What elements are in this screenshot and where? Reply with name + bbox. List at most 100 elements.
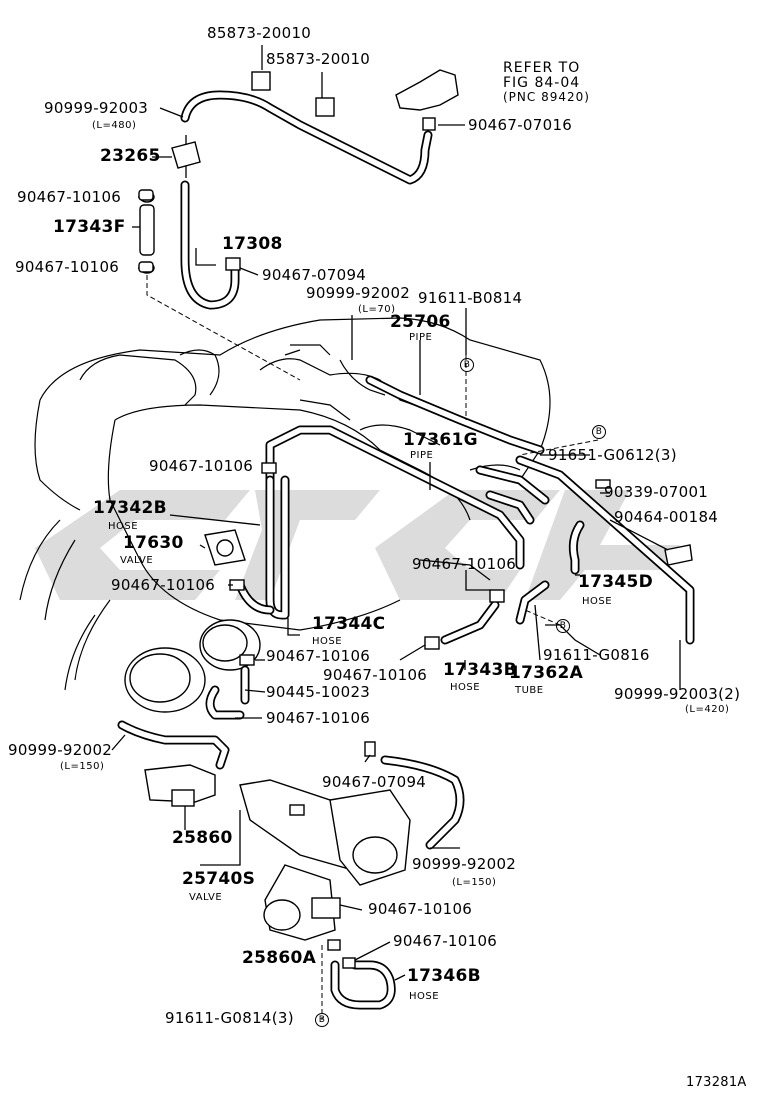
label-90999-92002-c-len: (L=150) xyxy=(452,877,497,888)
callout-b-4: B xyxy=(315,1013,329,1027)
valve-25860 xyxy=(144,764,216,807)
diagram-code: 173281A xyxy=(686,1075,747,1090)
label-25706-sub: PIPE xyxy=(409,332,433,343)
label-17346b-sub: HOSE xyxy=(409,991,440,1002)
clamp-90467-10106-i xyxy=(327,939,341,951)
label-90999-92002-b: 90999-92002 xyxy=(8,741,113,759)
label-85873-a: 85873-20010 xyxy=(207,24,312,42)
vacuum-switch-ref-part xyxy=(395,69,459,131)
label-90467-07094-a: 90467-07094 xyxy=(262,266,367,284)
label-17342b-sub: HOSE xyxy=(108,521,139,532)
pipe-25706 xyxy=(365,375,545,455)
refer-line-1: REFER TO xyxy=(503,60,581,76)
label-91611-g0814: 91611-G0814(3) xyxy=(165,1009,294,1027)
label-17630: 17630 xyxy=(123,533,184,553)
label-90999-92002-a-len: (L=70) xyxy=(358,304,396,315)
label-90445-10023: 90445-10023 xyxy=(266,683,371,701)
hose-17346b xyxy=(330,960,396,1010)
tube-17362a xyxy=(515,580,550,625)
hose-17308 xyxy=(180,180,240,310)
label-90467-10106-g: 90467-10106 xyxy=(323,666,428,684)
dashed-callout-b3 xyxy=(524,609,561,626)
label-17345d-sub: HOSE xyxy=(582,596,613,607)
label-25860a: 25860A xyxy=(242,948,317,968)
valve-17630 xyxy=(204,529,246,566)
label-17343b-sub: HOSE xyxy=(450,682,481,693)
label-90999-92003-2-len: (L=420) xyxy=(685,704,730,715)
label-17343b: 17343B xyxy=(443,660,517,680)
dashed-callout-b2 xyxy=(519,439,599,456)
label-25740s-sub: VALVE xyxy=(189,892,223,903)
label-90999-92003-top: 90999-92003 xyxy=(44,99,149,117)
clamp-90467-10106-j xyxy=(342,957,356,969)
label-85873-b: 85873-20010 xyxy=(266,50,371,68)
hose-17343b xyxy=(440,600,500,645)
valve-25860a xyxy=(263,864,341,941)
engine-outline xyxy=(19,317,551,691)
refer-line-3: (PNC 89420) xyxy=(503,90,590,104)
label-25860: 25860 xyxy=(172,828,233,848)
label-90467-10106-d: 90467-10106 xyxy=(412,555,517,573)
clamp-90464 xyxy=(664,544,693,566)
pipe-extra xyxy=(475,465,550,525)
refer-line-2: FIG 84-04 xyxy=(503,75,581,91)
label-17630-sub: VALVE xyxy=(120,555,154,566)
clamp-90467-10106-a xyxy=(138,189,154,201)
label-90999-92002-b-len: (L=150) xyxy=(60,761,105,772)
leader-lines xyxy=(111,45,681,981)
clamp-90467-10106-f xyxy=(239,654,255,666)
label-91611-g0816: 91611-G0816 xyxy=(543,646,650,664)
label-17361g-sub: PIPE xyxy=(410,450,434,461)
label-91651-g0612: 91651-G0612(3) xyxy=(548,446,677,464)
label-17362a-sub: TUBE xyxy=(515,685,544,696)
label-90339-07001: 90339-07001 xyxy=(604,483,709,501)
label-17344c-sub: HOSE xyxy=(312,636,343,647)
label-91611-b0814: 91611-B0814 xyxy=(418,289,523,307)
pipe-17361g xyxy=(265,425,525,570)
label-17344c: 17344C xyxy=(312,614,386,634)
clamp-85873-b xyxy=(315,97,335,117)
label-90999-92002-a: 90999-92002 xyxy=(306,284,411,302)
hose-90445 xyxy=(205,665,250,720)
hose-90999-92002-right xyxy=(380,755,465,850)
hose-17345d xyxy=(568,520,585,575)
hose-90999-92002-lower-left xyxy=(117,720,230,770)
label-90467-07016: 90467-07016 xyxy=(468,116,573,134)
label-90464-00184: 90464-00184 xyxy=(614,508,719,526)
clamp-90467-10106-c xyxy=(261,462,277,474)
label-17308: 17308 xyxy=(222,234,283,254)
label-17342b: 17342B xyxy=(93,498,167,518)
callout-b-3: B xyxy=(556,619,570,633)
label-90999-92003-top-len: (L=480) xyxy=(92,120,137,131)
clamp-90467-07094-b xyxy=(364,741,376,757)
hose-long-right xyxy=(515,455,695,645)
callout-b-2: B xyxy=(592,425,606,439)
clamp-90467-10106-g xyxy=(424,636,440,650)
label-90467-10106-j: 90467-10106 xyxy=(393,932,498,950)
label-90467-10106-a: 90467-10106 xyxy=(17,188,122,206)
dashed-leader-17343f xyxy=(146,275,301,381)
label-25706: 25706 xyxy=(390,312,451,332)
label-90467-10106-f: 90467-10106 xyxy=(266,647,371,665)
label-17362a: 17362A xyxy=(509,663,584,683)
label-90467-10106-c: 90467-10106 xyxy=(149,457,254,475)
label-17343f: 17343F xyxy=(53,217,126,237)
hose-17343f xyxy=(139,191,155,274)
canister-left xyxy=(124,619,261,713)
label-90999-92002-c: 90999-92002 xyxy=(412,855,517,873)
label-90467-10106-i: 90467-10106 xyxy=(368,900,473,918)
clamp-90467-07094 xyxy=(225,257,241,271)
label-25740s: 25740S xyxy=(182,869,256,889)
leader-25740s xyxy=(200,810,241,866)
valve-25740s xyxy=(239,779,411,886)
filter-23265 xyxy=(171,135,201,178)
label-17346b: 17346B xyxy=(407,966,481,986)
clip-90339 xyxy=(595,479,611,489)
label-23265: 23265 xyxy=(100,146,161,166)
callout-b-1: B xyxy=(460,358,474,372)
label-90467-07094-b: 90467-07094 xyxy=(322,773,427,791)
hose-90999-92003-top xyxy=(180,90,433,185)
label-17345d: 17345D xyxy=(578,572,654,592)
